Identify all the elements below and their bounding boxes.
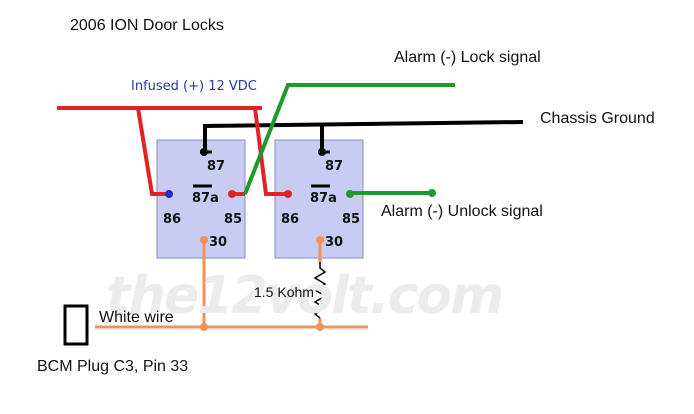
unlock-signal-end-dot <box>428 189 436 197</box>
relay1-pin30-label: 30 <box>209 235 228 250</box>
junction-dot-1 <box>200 323 208 331</box>
relay2-pin30-label: 30 <box>325 235 344 250</box>
relay1-pin85-dot <box>228 190 236 198</box>
relay2-pin87-label: 87 <box>325 159 344 174</box>
relay1-pin86-dot <box>165 190 173 198</box>
resistor <box>313 262 327 319</box>
relay2-pin86-label: 86 <box>281 212 300 227</box>
relay1-pin86-label: 86 <box>163 212 182 227</box>
relay2-pin30-dot <box>316 236 324 244</box>
relay1-pin30-dot <box>200 236 208 244</box>
power-to-relay2-86 <box>253 107 288 196</box>
relay2-pin85-dot <box>346 190 354 198</box>
power-label: Infused (+) 12 VDC <box>131 79 257 94</box>
diagram-title: 2006 ION Door Locks <box>70 17 224 34</box>
white-wire-label: White wire <box>99 309 174 326</box>
relay2-pin87a-label: 87a <box>310 191 337 206</box>
resistor-label: 1.5 Kohm <box>254 284 314 300</box>
relay1-pin87-label: 87 <box>207 159 226 174</box>
relay2-pin86-dot <box>284 190 292 198</box>
relay2-pin87-dot <box>318 148 326 156</box>
bcm-connector <box>63 304 89 346</box>
power-to-relay1-86 <box>136 107 169 196</box>
lock-signal-label: Alarm (-) Lock signal <box>394 49 541 66</box>
junction-dot-2 <box>316 323 324 331</box>
lock-signal-wire <box>243 83 455 195</box>
ground-label: Chassis Ground <box>540 110 655 127</box>
relay1-pin87a-label: 87a <box>192 191 219 206</box>
bcm-label: BCM Plug C3, Pin 33 <box>37 358 189 375</box>
ground-wire <box>203 120 524 152</box>
relay2-pin85-label: 85 <box>342 212 361 227</box>
relay1-pin87-dot <box>200 148 208 156</box>
watermark: the12volt.com <box>106 266 504 326</box>
relay1-pin85-label: 85 <box>224 212 243 227</box>
unlock-signal-label: Alarm (-) Unlock signal <box>381 203 543 220</box>
